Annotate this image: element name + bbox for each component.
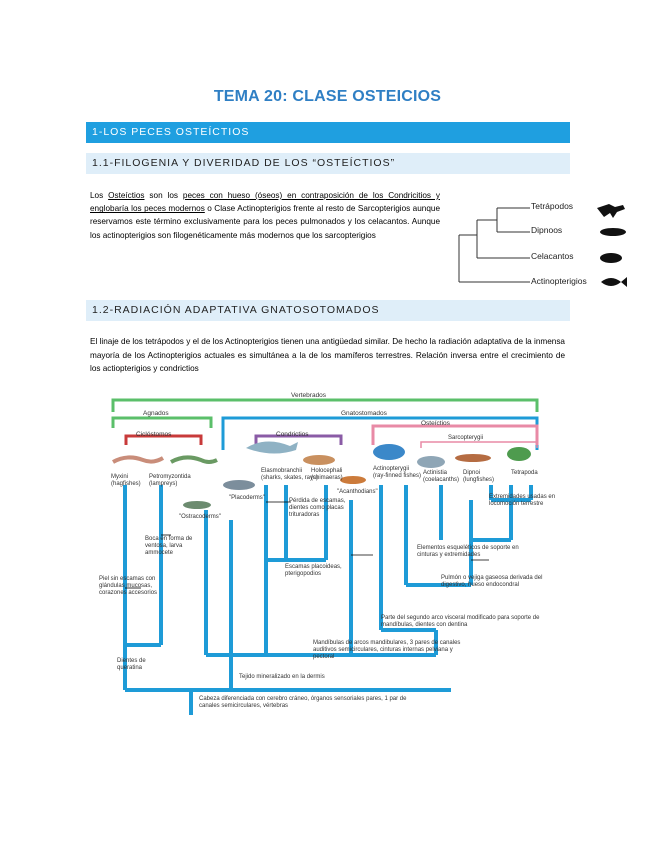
trait-label: Elementos esqueléticos de soporte en cin… — [417, 545, 519, 558]
group-label: Agnados — [143, 410, 169, 417]
trait-label: Cabeza diferenciada con cerebro cráneo, … — [199, 696, 407, 709]
acanthodian-icon — [340, 476, 366, 484]
trait-label: Parte del segundo arco visceral modifica… — [381, 615, 540, 628]
shark-icon — [246, 441, 298, 454]
group-label: Osteíctios — [421, 420, 450, 427]
text-run: Osteíctios — [108, 191, 145, 200]
taxon-label: Elasmobranchii(sharks, skates, rays) — [261, 468, 318, 482]
hagfish-icon — [112, 455, 165, 464]
trait-label: Pulmón o vejiga gaseosa derivada del dig… — [441, 575, 543, 588]
taxon-sub: (lungfishes) — [463, 477, 495, 483]
ostracoderm-icon — [183, 501, 211, 509]
taxon-sub: (ray-finned fishes) — [373, 473, 422, 479]
lungfish-icon — [455, 454, 491, 462]
phylogeny-tree: Tetrápodos Dipnoos Celacantos Actinopter… — [455, 190, 635, 295]
lamprey-icon — [170, 455, 218, 464]
group-label: Gnatostomados — [341, 410, 387, 417]
taxon-label: Holocephali(chimaeras) — [311, 468, 343, 482]
taxon-label: Actinistia(coelacanths) — [423, 470, 459, 484]
trait-label: Pérdida de escamas, dientes como placas … — [289, 498, 346, 518]
trait-label: Escamas placoideas, pterigopodios — [285, 564, 342, 577]
taxon-label: Myxini(hagfishes) — [111, 474, 141, 488]
taxon-name: Petromyzontida — [149, 474, 191, 480]
subsection-title: 1.2-RADIACIÓN ADAPTATIVA GNATOSOTOMADOS — [92, 304, 380, 316]
taxon-name: Actinopterygii — [373, 466, 410, 472]
subsection-header: 1.2-RADIACIÓN ADAPTATIVA GNATOSOTOMADOS — [86, 300, 570, 321]
group-label: Sarcopterygii — [448, 435, 484, 441]
paragraph-radiation: El linaje de los tetrápodos y el de los … — [90, 337, 565, 373]
coelacanth-icon — [417, 456, 445, 468]
ray-finned-fish-icon — [373, 444, 405, 460]
trait-label: Boca en forma de ventosa, larva ammocete — [145, 536, 193, 556]
taxon-name: Myxini — [111, 474, 129, 480]
page-title: TEMA 20: CLASE OSTEICIOS — [213, 88, 442, 105]
fish-silhouette-icon — [601, 277, 627, 287]
taxon-label: "Placoderms" — [229, 495, 265, 501]
text-run: o Clase Actinopterigios frente al resto … — [90, 204, 440, 240]
tree-label: Tetrápodos — [531, 201, 574, 211]
paragraph-osteictios: Los Osteíctios son los peces con hueso (… — [90, 189, 440, 242]
trait-label: Mandíbulas de arcos mandibulares, 3 pare… — [313, 640, 461, 660]
taxon-label: Actinopterygii(ray-finned fishes) — [373, 466, 421, 480]
trait-label: Tejido mineralizado en la dermis — [239, 674, 325, 680]
phylogeny-tree-lines — [458, 204, 627, 287]
taxon-label: Tetrapoda — [511, 470, 538, 476]
taxon-label: Dipnoi(lungfishes) — [463, 470, 494, 484]
taxon-label: "Acanthodians" — [337, 489, 378, 495]
chimaera-icon — [303, 455, 335, 465]
tetrapod-frog-icon — [507, 447, 531, 461]
taxon-name: Actinistia — [423, 470, 448, 476]
group-label: Ciclóstomos — [136, 431, 172, 438]
taxon-name: Holocephali — [311, 468, 343, 474]
tree-label: Celacantos — [531, 251, 574, 261]
section-title: 1-LOS PECES OSTEÍCTIOS — [92, 126, 250, 138]
cladogram-lines — [111, 398, 539, 715]
trait-label: Extremidades usadas en locomoción terres… — [489, 494, 556, 507]
coelacanth-silhouette-icon — [600, 253, 622, 263]
subsection-title: 1.1-FILOGENIA Y DIVERIDAD DE LOS “OSTEÍC… — [92, 157, 396, 169]
placoderm-icon — [223, 480, 255, 490]
lungfish-silhouette-icon — [600, 228, 626, 236]
tetrapod-silhouette-icon — [597, 204, 625, 218]
taxon-sub: (sharks, skates, rays) — [261, 475, 319, 481]
taxon-sub: (hagfishes) — [111, 481, 141, 487]
taxon-name: Dipnoi — [463, 470, 481, 476]
taxon-label: Petromyzontida(lampreys) — [149, 474, 191, 488]
group-label: Condrictios — [276, 431, 309, 438]
taxon-label: "Ostracoderms" — [179, 514, 221, 520]
taxon-sub: (lampreys) — [149, 481, 178, 487]
taxon-name: Elasmobranchii — [261, 468, 303, 474]
group-label: Vertebrados — [291, 392, 327, 399]
text-run: Los — [90, 191, 109, 200]
subsection-header: 1.1-FILOGENIA Y DIVERIDAD DE LOS “OSTEÍC… — [86, 153, 570, 174]
text-run: peces con hueso (óseos) en contraposició… — [90, 191, 440, 214]
trait-label: Piel sin escamas con glándulas mucosas, … — [99, 576, 158, 596]
cladogram: Vertebrados Agnados Gnatostomados Ciclós… — [91, 390, 561, 720]
tree-label: Dipnoos — [531, 225, 563, 235]
trait-label: Dientes de queratina — [117, 658, 146, 671]
section-header: 1-LOS PECES OSTEÍCTIOS — [86, 122, 570, 143]
text-run: son los — [144, 191, 183, 200]
tree-label: Actinopterigios — [531, 276, 587, 286]
taxon-sub: (chimaeras) — [311, 475, 343, 481]
taxon-sub: (coelacanths) — [423, 477, 460, 483]
